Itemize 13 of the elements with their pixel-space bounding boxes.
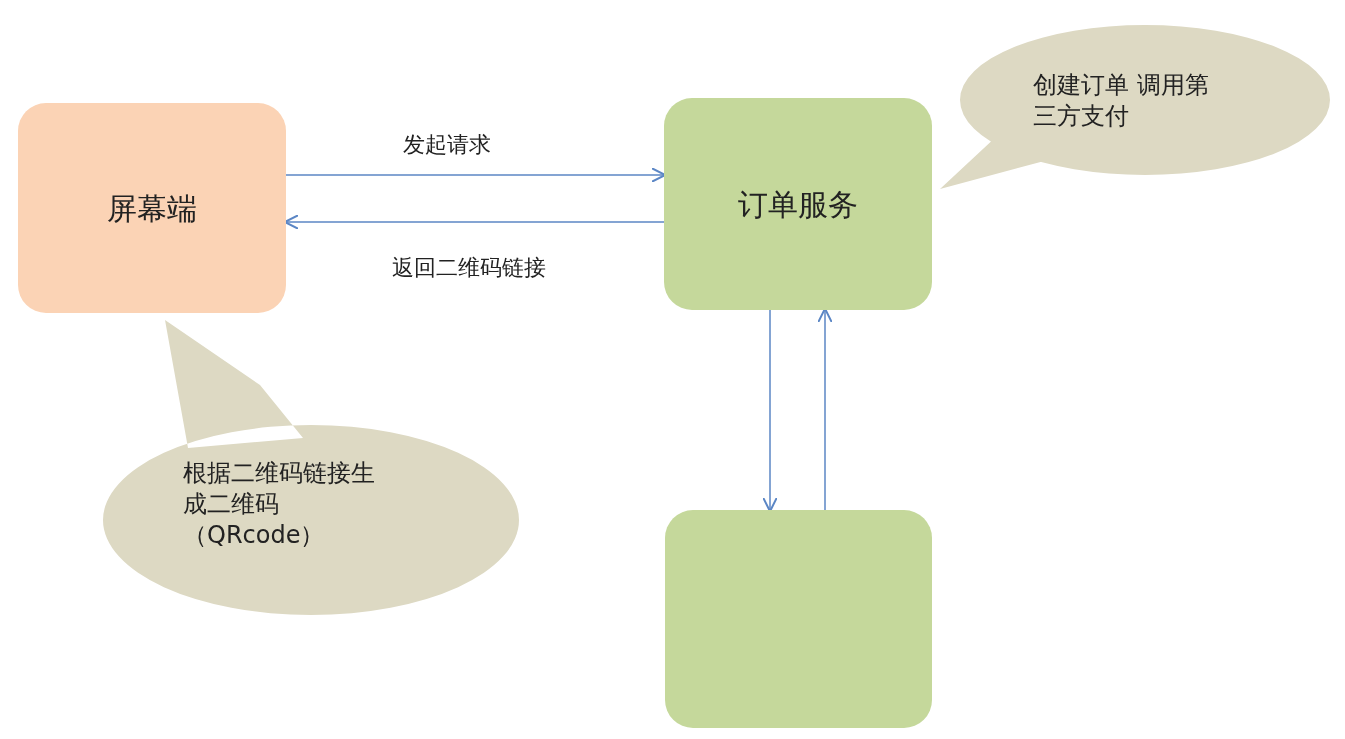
speech-bubble <box>103 318 520 615</box>
speech-bubble <box>938 25 1330 191</box>
edge-label: 发起请求 <box>403 131 491 159</box>
process-box <box>18 103 286 313</box>
node-text: 屏幕端 <box>106 189 198 228</box>
edge-label: 返回二维码链接 <box>392 254 546 282</box>
box <box>665 510 932 728</box>
node-text: 创建订单 调用第三方支付 <box>1033 70 1210 133</box>
arrow <box>817 307 833 511</box>
node-text: 订单服务 <box>737 185 859 224</box>
node-text: 根据二维码链接生成二维码（QRcode） <box>183 458 376 552</box>
arrow <box>762 309 778 513</box>
process-box <box>664 98 932 310</box>
